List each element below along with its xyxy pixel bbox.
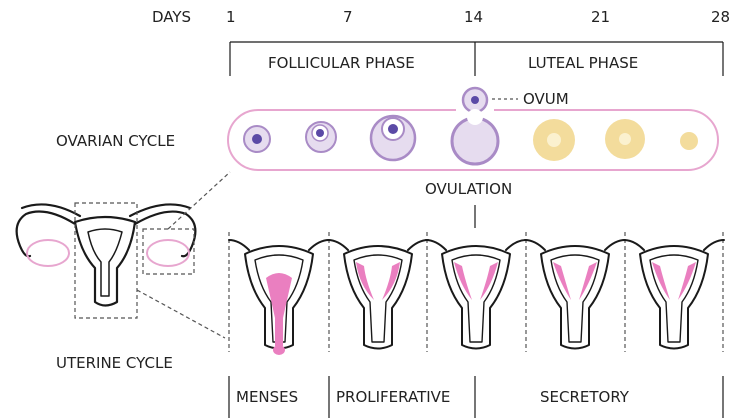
day-tick-1: 1 <box>226 8 236 26</box>
luteal-phase-label: LUTEAL PHASE <box>528 54 638 72</box>
reproductive-system-icon <box>15 203 197 307</box>
day-tick-21: 21 <box>591 8 610 26</box>
day-tick-7: 7 <box>343 8 353 26</box>
corpus-luteum-large <box>533 119 575 161</box>
uterine-stages <box>228 239 725 355</box>
uterus-secretory-early <box>425 239 527 350</box>
proliferative-label: PROLIFERATIVE <box>336 388 450 406</box>
secretory-label: SECRETORY <box>540 388 630 406</box>
ovarian-cycle-label: OVARIAN CYCLE <box>56 132 175 150</box>
days-label: DAYS <box>152 8 191 26</box>
menses-label: MENSES <box>236 388 298 406</box>
phase-bracket <box>229 41 724 76</box>
ovum-label: OVUM <box>523 90 569 108</box>
corpus-albicans <box>680 132 698 150</box>
day-tick-28: 28 <box>711 8 730 26</box>
uterus-secretory-mid <box>524 239 626 350</box>
uterus-secretory-late <box>623 239 725 350</box>
ovary-outline <box>227 109 719 171</box>
follicle-tertiary <box>369 114 417 162</box>
ruptured-follicle <box>450 109 500 166</box>
follicle-primary <box>243 125 271 153</box>
uterus-zoom-box <box>74 202 138 319</box>
uterus-zoom-leader <box>136 289 226 339</box>
uterine-panel-separators <box>228 232 724 352</box>
follicular-phase-label: FOLLICULAR PHASE <box>268 54 415 72</box>
uterine-cycle-label: UTERINE CYCLE <box>56 354 173 372</box>
follicle-secondary <box>305 121 337 153</box>
ovary-zoom-leader <box>167 171 231 230</box>
ovary-zoom-box <box>142 228 195 275</box>
uterus-menses <box>228 239 330 355</box>
uterine-phase-bracket <box>228 376 724 418</box>
right-ovary-icon <box>146 239 190 267</box>
day-tick-14: 14 <box>464 8 483 26</box>
uterus-proliferative <box>327 239 429 350</box>
ovulation-label: OVULATION <box>425 180 512 198</box>
left-ovary-icon <box>26 239 70 267</box>
corpus-luteum-medium <box>605 119 645 159</box>
ovum <box>461 86 489 114</box>
